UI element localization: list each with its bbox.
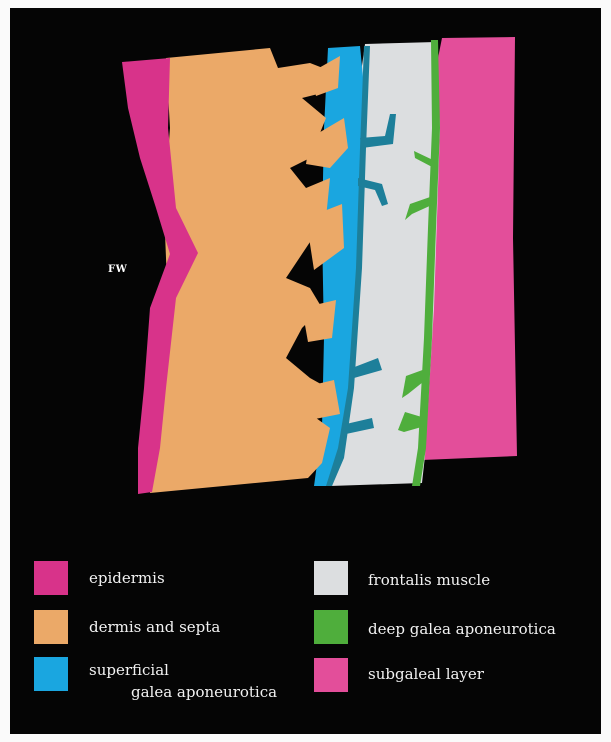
legend-label-epidermis: epidermis [89,568,165,588]
legend-label-dermis-and-septa: dermis and septa [89,617,220,637]
legend-swatch-epidermis [34,561,68,595]
legend-swatch-deep-galea-aponeurotica [314,610,348,644]
legend-swatch-frontalis-muscle [314,561,348,595]
legend-label-deep-galea-aponeurotica: deep galea aponeurotica [368,619,556,639]
figure-frame: FW epidermis dermis and septa superficia… [10,8,601,734]
legend-swatch-dermis-and-septa [34,610,68,644]
legend-label-frontalis-muscle: frontalis muscle [368,570,490,590]
side-label-fw: FW [108,264,127,275]
legend-label-superficial-galea-line2: galea aponeurotica [131,682,277,702]
legend-swatch-subgaleal-layer [314,658,348,692]
legend-swatch-superficial-galea-aponeurotica [34,657,68,691]
tissue-layers-diagram [10,8,601,548]
legend-label-superficial-galea-line1: superficial [89,660,169,680]
legend-label-subgaleal-layer: subgaleal layer [368,664,484,684]
